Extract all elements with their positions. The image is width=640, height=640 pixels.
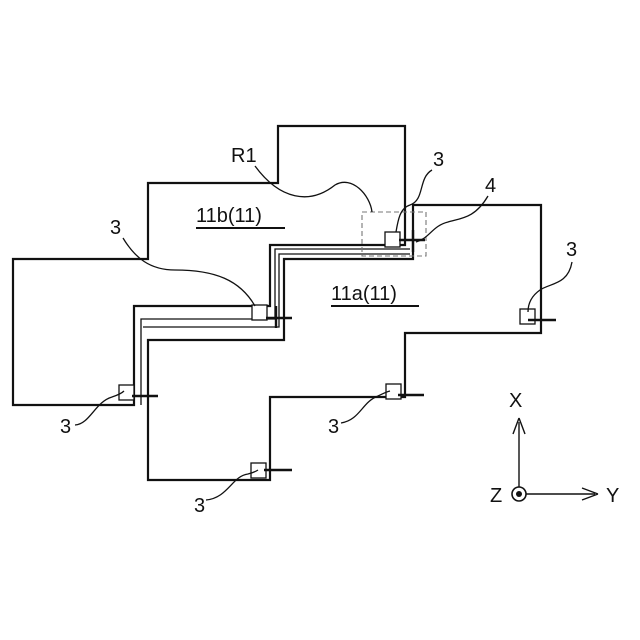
leader-3-bottom (206, 470, 258, 500)
leader-r1 (255, 166, 372, 212)
terminal-3-left (119, 385, 158, 400)
label-3-mid: 3 (110, 217, 121, 239)
leader-4 (416, 196, 488, 242)
axis-x-label: X (509, 390, 522, 412)
terminal-3-right (520, 309, 556, 324)
label-3-left: 3 (60, 416, 71, 438)
leader-3-left (75, 391, 124, 425)
label-3-top: 3 (433, 149, 444, 171)
region-b-label: 11b(11) (196, 205, 262, 227)
label-3-bottom: 3 (194, 495, 205, 517)
axes-indicator (512, 418, 598, 501)
leader-3-lower-right (341, 391, 390, 423)
label-3-right: 3 (566, 239, 577, 261)
terminal-3-mid (252, 305, 292, 328)
r1-label: R1 (231, 145, 257, 167)
region-a-label: 11a(11) (331, 283, 397, 305)
leader-3-mid (123, 238, 255, 306)
region-11a-outline (148, 205, 541, 480)
axis-y-label: Y (606, 485, 619, 507)
leader-3-right (528, 262, 572, 312)
label-3-lower-right: 3 (328, 416, 339, 438)
label-4: 4 (485, 175, 496, 197)
region-11b-outline (13, 126, 405, 405)
axis-z-label: Z (490, 485, 502, 507)
